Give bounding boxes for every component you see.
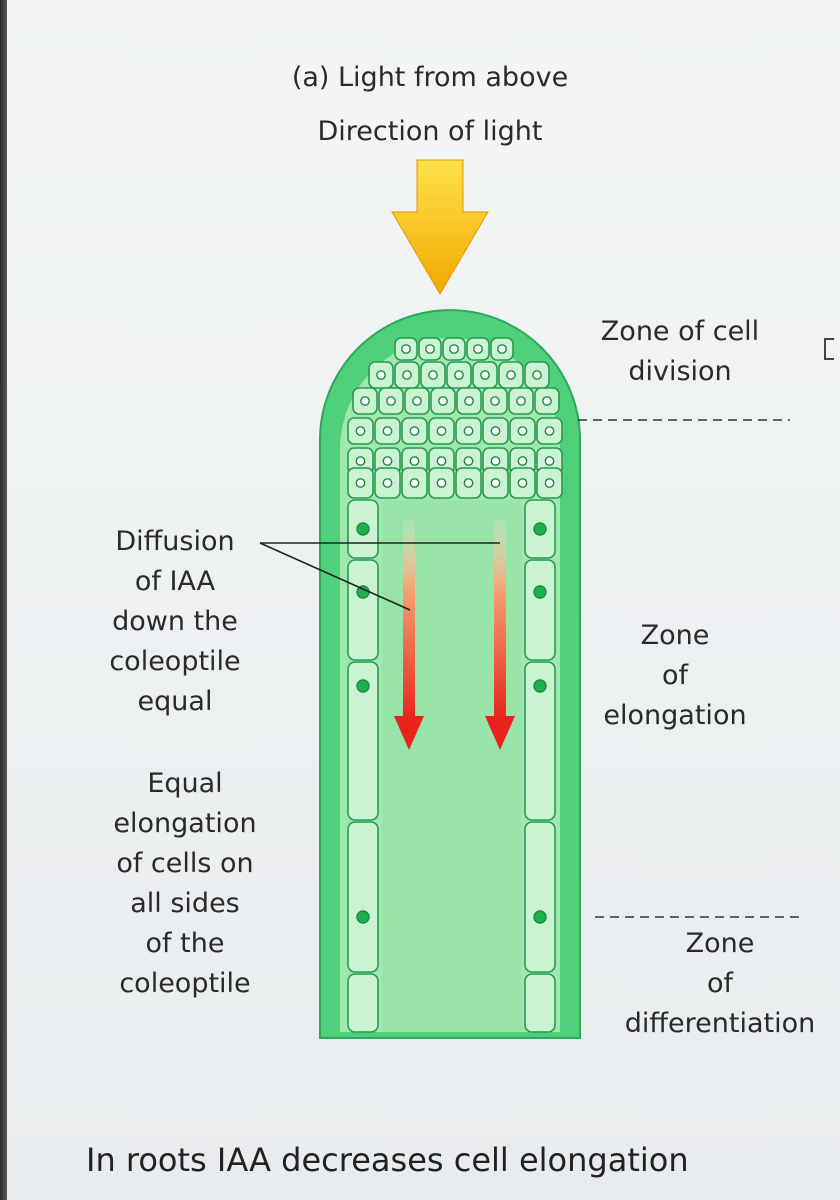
cell-nucleus xyxy=(473,344,483,354)
zone-elongation-label: Zone of elongation xyxy=(603,620,747,731)
cell-nucleus xyxy=(463,426,474,436)
zone-differentiation-label: Zone of differentiation xyxy=(624,928,816,1039)
elongating-cell xyxy=(524,973,556,1033)
cell-nucleus xyxy=(490,396,500,406)
cell-nucleus xyxy=(490,426,501,436)
iaa-arrow-right xyxy=(485,520,515,750)
cell-nucleus xyxy=(533,679,547,693)
direction-of-light-label: Direction of light xyxy=(317,116,543,147)
cell-nucleus xyxy=(506,370,516,380)
cell-nucleus xyxy=(464,396,474,406)
elongating-cell xyxy=(347,661,379,821)
zone-cell-division-label: Zone of cell division xyxy=(600,316,760,387)
cell-nucleus xyxy=(544,478,555,488)
cell-nucleus xyxy=(449,344,459,354)
cell-nucleus xyxy=(355,456,366,466)
elongating-cell xyxy=(524,661,556,821)
cell-nucleus xyxy=(360,396,370,406)
cell-nucleus xyxy=(436,456,447,466)
cell-nucleus xyxy=(382,456,393,466)
cell-nucleus xyxy=(533,522,547,536)
cell-nucleus xyxy=(480,370,490,380)
cell-nucleus xyxy=(412,396,422,406)
cell-nucleus xyxy=(517,426,528,436)
cell-nucleus xyxy=(463,478,474,488)
cell-nucleus xyxy=(490,478,501,488)
cell-nucleus xyxy=(517,478,528,488)
elongating-cell xyxy=(524,821,556,973)
cell-nucleus xyxy=(356,679,370,693)
cell-nucleus xyxy=(382,478,393,488)
elongating-cell xyxy=(347,973,379,1033)
cell-nucleus xyxy=(376,370,386,380)
light-direction-arrow xyxy=(391,159,489,295)
cell-nucleus xyxy=(436,478,447,488)
cell-nucleus xyxy=(544,456,555,466)
elongating-cell xyxy=(347,821,379,973)
cell-nucleus xyxy=(409,426,420,436)
cell-nucleus xyxy=(356,522,370,536)
cell-nucleus xyxy=(428,370,438,380)
diffusion-of-iaa-label: Diffusion of IAA down the coleoptile equ… xyxy=(109,526,241,717)
cell-nucleus xyxy=(532,370,542,380)
elongating-cell xyxy=(347,559,379,661)
cell-nucleus xyxy=(409,456,420,466)
cell-nucleus xyxy=(497,344,507,354)
cell-nucleus xyxy=(542,396,552,406)
cell-nucleus xyxy=(355,478,366,488)
footer-caption: In roots IAA decreases cell elongation xyxy=(86,1141,689,1179)
screen-frame-edge xyxy=(0,0,7,1200)
equal-elongation-label: Equal elongation of cells on all sides o… xyxy=(113,768,257,999)
iaa-arrow-left xyxy=(394,520,424,750)
cell-nucleus xyxy=(533,910,547,924)
cell-nucleus xyxy=(533,585,547,599)
cell-nucleus xyxy=(402,370,412,380)
leader-line-lower xyxy=(259,542,411,611)
cropped-box-mark xyxy=(824,338,834,360)
cell-nucleus xyxy=(438,396,448,406)
figure-title: (a) Light from above xyxy=(291,62,569,93)
cell-nucleus xyxy=(436,426,447,436)
cell-nucleus xyxy=(490,456,501,466)
tip-cells-group xyxy=(347,337,563,499)
cell-nucleus xyxy=(425,344,435,354)
cell-nucleus xyxy=(516,396,526,406)
cell-nucleus xyxy=(386,396,396,406)
cell-nucleus xyxy=(409,478,420,488)
cell-nucleus xyxy=(401,344,411,354)
elongating-cell xyxy=(524,559,556,661)
cell-nucleus xyxy=(517,456,528,466)
cell-nucleus xyxy=(463,456,474,466)
cell-nucleus xyxy=(356,910,370,924)
cell-nucleus xyxy=(382,426,393,436)
cell-nucleus xyxy=(355,426,366,436)
cell-nucleus xyxy=(544,426,555,436)
cell-nucleus xyxy=(454,370,464,380)
